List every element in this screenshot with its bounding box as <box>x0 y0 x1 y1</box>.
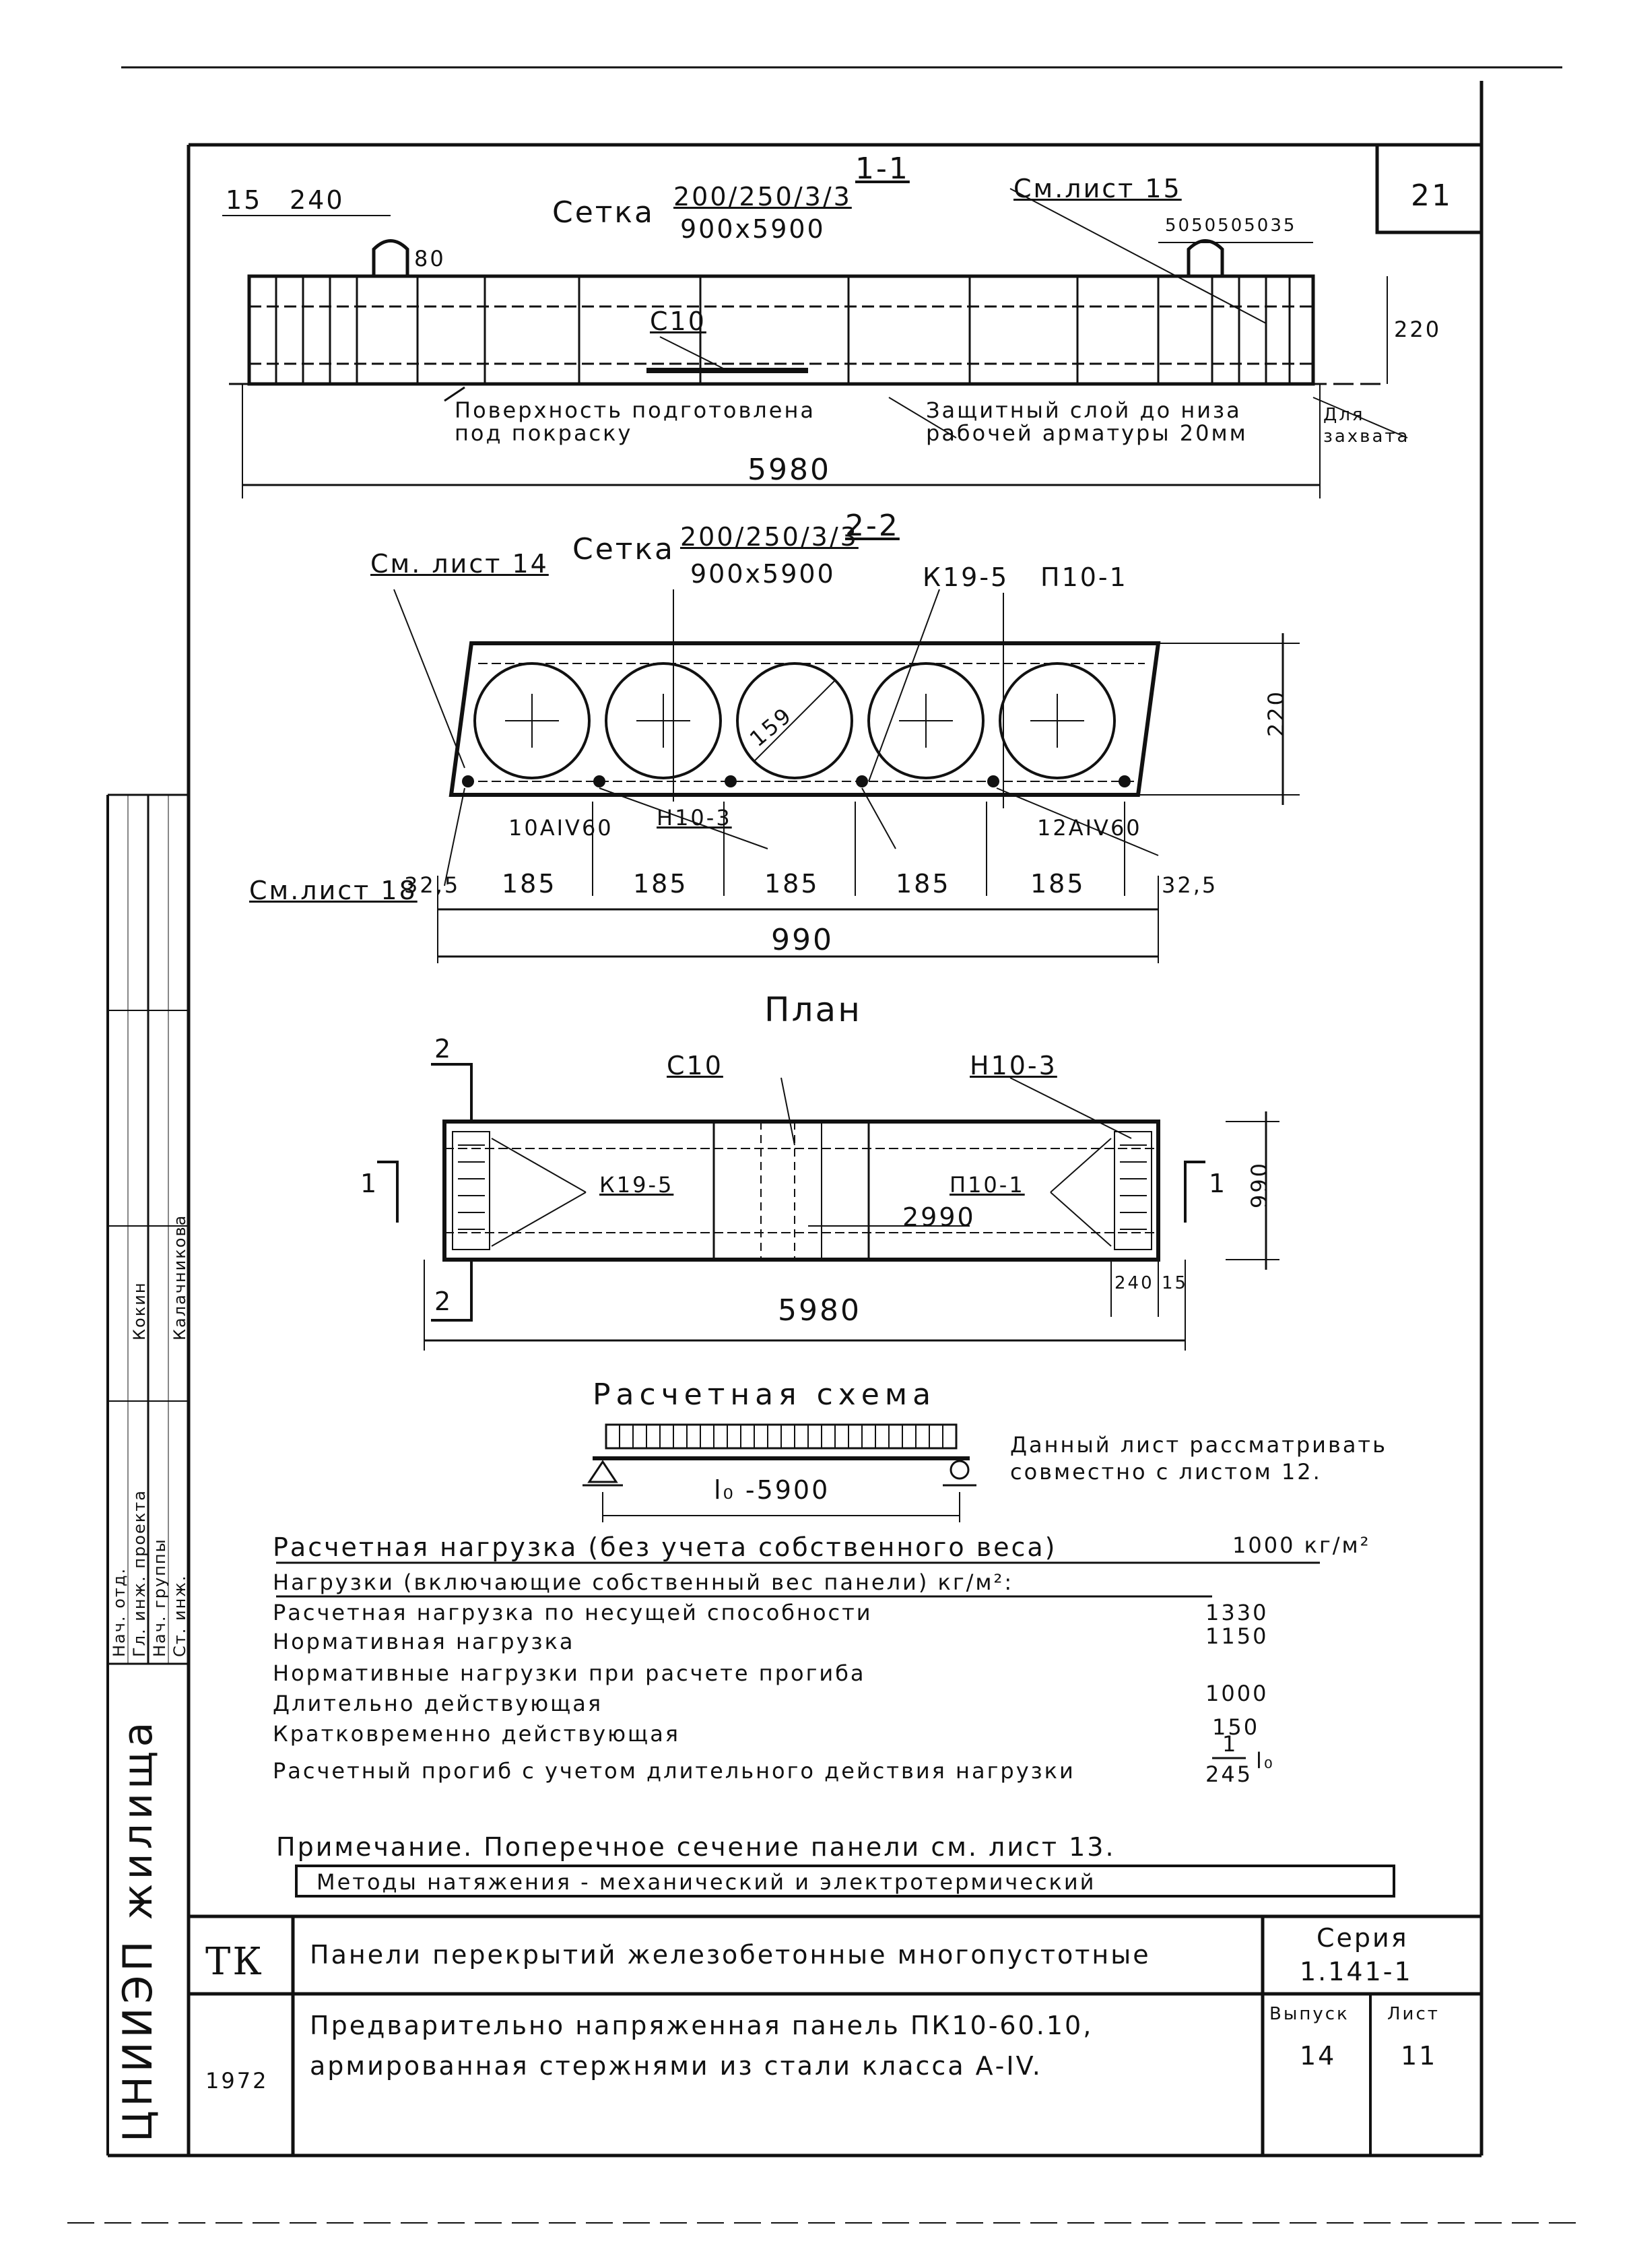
note-grip: Для захвата <box>1323 405 1410 447</box>
dims-right: 5050505035 <box>1165 216 1297 236</box>
spacing-4: 185 <box>896 869 951 899</box>
scheme-note: Данный лист рассматривать совместно с ли… <box>1010 1432 1387 1485</box>
plan-length-5980: 5980 <box>778 1293 861 1328</box>
tb-series-label: Серия <box>1317 1923 1409 1953</box>
mesh-top-1: 200/250/3/3 <box>673 182 852 212</box>
section-mark-1-right: 1 <box>1209 1169 1228 1198</box>
load-row-4-value: 1000 <box>1205 1681 1269 1706</box>
sidebar-cell-1: Нач. отд. <box>110 1567 129 1657</box>
section-mark-1-left: 1 <box>360 1169 379 1198</box>
plan-2990: 2990 <box>902 1202 976 1232</box>
dim-32-5-left: 32,5 <box>404 872 461 898</box>
load-row-5-label: Кратковременно действующая <box>273 1721 681 1747</box>
loads-header: Нагрузки (включающие собственный вес пан… <box>273 1569 1014 1595</box>
dim-80: 80 <box>414 246 446 271</box>
load-row-1-value: 1330 <box>1205 1600 1269 1625</box>
deflection-den: 245 <box>1205 1761 1253 1787</box>
dim-240: 240 <box>290 185 345 215</box>
section-1-1-label: 1-1 <box>855 152 910 186</box>
tb-line-1: Панели перекрытий железобетонные многопу… <box>310 1940 1151 1970</box>
mesh-prefix-1: Сетка <box>552 195 655 230</box>
section-2-2-label: 2-2 <box>845 509 900 543</box>
sidebar-cell-3: Нач. группы <box>150 1538 169 1657</box>
note-surface: Поверхность подготовлена под покраску <box>455 397 816 446</box>
height-220-1: 220 <box>1394 317 1442 342</box>
mesh-bottom-1: 900x5900 <box>680 214 826 244</box>
width-990-2: 990 <box>771 923 834 957</box>
see-sheet-18: См.лист 18 <box>249 876 418 905</box>
load-row-4-label: Длительно действующая <box>273 1691 603 1716</box>
sidebar-cell-6: Калачникова <box>170 1214 189 1340</box>
plan-p10-1: П10-1 <box>950 1172 1025 1198</box>
mesh-top-2: 200/250/3/3 <box>680 522 859 552</box>
plan-dim-15: 15 <box>1162 1273 1189 1293</box>
plan-c10: С10 <box>667 1051 723 1080</box>
height-220-2: 220 <box>1263 689 1290 738</box>
see-sheet-14: См. лист 14 <box>370 549 549 579</box>
mesh-prefix-2: Сетка <box>572 532 675 566</box>
tb-issue-value: 14 <box>1300 2041 1337 2071</box>
see-sheet-15: См.лист 15 <box>1013 174 1182 203</box>
deflection-num: 1 <box>1222 1731 1238 1757</box>
deflection-var: l₀ <box>1256 1748 1275 1774</box>
spacing-2: 185 <box>633 869 688 899</box>
section-mark-2-top: 2 <box>434 1034 453 1064</box>
k19-5-label: К19-5 <box>923 562 1009 592</box>
design-load-label: Расчетная нагрузка (без учета собственно… <box>273 1532 1057 1562</box>
bar-10AIV60: 10АIV60 <box>508 815 613 841</box>
tb-series-value: 1.141-1 <box>1300 1957 1413 1986</box>
plan-n10-3: Н10-3 <box>970 1051 1057 1080</box>
sheet-number: 21 <box>1411 179 1453 213</box>
tb-line-3: армированная стержнями из стали класса А… <box>310 2051 1042 2081</box>
section-mark-2-bottom: 2 <box>434 1287 453 1316</box>
n10-3-label: Н10-3 <box>657 805 732 831</box>
load-row-5-value: 150 <box>1212 1714 1260 1740</box>
tb-line-2: Предварительно напряженная панель ПК10-6… <box>310 2011 1094 2040</box>
dim-15: 15 <box>226 185 263 215</box>
sidebar-cell-2: Гл. инж. проекта <box>130 1489 149 1657</box>
note-2: Методы натяжения - механический и электр… <box>317 1869 1096 1895</box>
tb-year: 1972 <box>205 2068 269 2094</box>
sidebar-cell-4: Ст. инж. <box>170 1574 189 1657</box>
spacing-5: 185 <box>1030 869 1086 899</box>
mesh-bottom-2: 900x5900 <box>690 559 836 589</box>
tb-sheet-label: Лист <box>1387 2004 1440 2024</box>
deflection-label: Расчетный прогиб с учетом длительного де… <box>273 1758 1075 1784</box>
plan-k19-5: К19-5 <box>599 1172 674 1198</box>
tb-code: ТК <box>205 1940 264 1984</box>
length-5980-1: 5980 <box>747 453 831 487</box>
bar-c10-label: С10 <box>650 306 706 336</box>
plan-dim-240: 240 <box>1114 1273 1154 1293</box>
load-row-2-value: 1150 <box>1205 1623 1269 1649</box>
note-cover: Защитный слой до низа рабочей арматуры 2… <box>926 397 1248 446</box>
tb-issue-label: Выпуск <box>1269 2004 1350 2024</box>
spacing-1: 185 <box>502 869 557 899</box>
scheme-title: Расчетная схема <box>593 1378 937 1412</box>
dim-32-5-right: 32,5 <box>1162 872 1218 898</box>
plan-title: План <box>764 990 862 1029</box>
load-row-1-label: Расчетная нагрузка по несущей способност… <box>273 1600 873 1625</box>
load-row-2-label: Нормативная нагрузка <box>273 1629 575 1654</box>
bar-12AIV60: 12АIV60 <box>1037 815 1142 841</box>
sidebar-cell-5: Кокин <box>130 1281 149 1340</box>
load-row-3-label: Нормативные нагрузки при расчете прогиба <box>273 1660 866 1686</box>
plan-width-990: 990 <box>1246 1161 1273 1209</box>
tb-sheet-value: 11 <box>1401 2041 1438 2071</box>
design-load-value: 1000 кг/м² <box>1232 1532 1371 1558</box>
sidebar-org: ЦНИИЭП жилища <box>114 1718 162 2142</box>
spacing-3: 185 <box>764 869 820 899</box>
scheme-span: l₀ -5900 <box>714 1475 830 1505</box>
p10-1-label: П10-1 <box>1040 562 1128 592</box>
note-1: Примечание. Поперечное сечение панели см… <box>276 1832 1116 1862</box>
